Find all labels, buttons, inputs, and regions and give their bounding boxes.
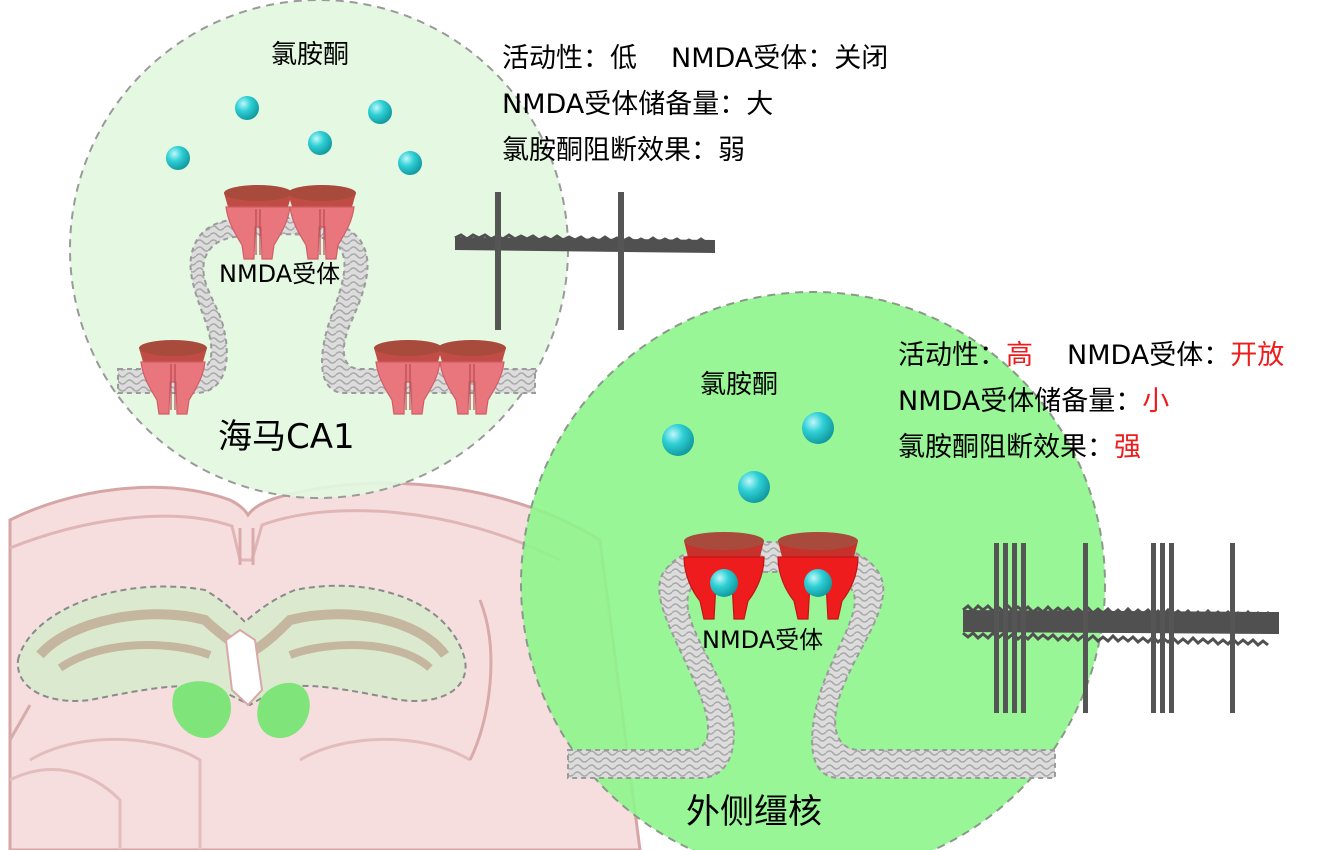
habenula-receptor-label: NMDA受体 bbox=[702, 626, 824, 654]
hippocampus-receptor-label: NMDA受体 bbox=[219, 260, 341, 288]
reserve-value: 大 bbox=[746, 88, 774, 120]
reserve-key: NMDA受体储备量： bbox=[898, 385, 1143, 417]
hippocampus-stats: 活动性： 低 NMDA受体： 关闭 NMDA受体储备量： 大 氯胺酮阻断效果： … bbox=[502, 35, 888, 173]
block-value: 弱 bbox=[718, 134, 745, 166]
block-row: 氯胺酮阻断效果： 弱 bbox=[502, 127, 888, 173]
habenula-region-label: 外侧缰核 bbox=[686, 792, 822, 832]
ketamine-molecule-icon bbox=[166, 96, 422, 175]
block-value: 强 bbox=[1114, 431, 1141, 463]
activity-row: 活动性： 高 NMDA受体： 开放 bbox=[898, 332, 1284, 378]
reserve-row: NMDA受体储备量： 小 bbox=[898, 378, 1284, 424]
block-key: 氯胺酮阻断效果： bbox=[502, 134, 718, 166]
hippocampus-region-label: 海马CA1 bbox=[218, 417, 355, 457]
activity-value: 高 bbox=[1006, 339, 1033, 371]
habenula-ketamine-label: 氯胺酮 bbox=[700, 370, 779, 400]
nmda-state-key: NMDA受体： bbox=[1067, 339, 1231, 371]
brain-section-icon bbox=[8, 481, 642, 850]
habenula-stats: 活动性： 高 NMDA受体： 开放 NMDA受体储备量： 小 氯胺酮阻断效果： … bbox=[898, 332, 1284, 470]
reserve-row: NMDA受体储备量： 大 bbox=[502, 81, 888, 127]
hippocampus-ketamine-label: 氯胺酮 bbox=[271, 40, 350, 70]
nmda-state-key: NMDA受体： bbox=[671, 42, 835, 74]
membrane-icon bbox=[117, 216, 536, 394]
nmda-state-value: 关闭 bbox=[834, 42, 889, 74]
activity-value: 低 bbox=[610, 42, 637, 74]
nmda-state-value: 开放 bbox=[1230, 339, 1285, 371]
reserve-value: 小 bbox=[1142, 385, 1170, 417]
spike-trace-icon bbox=[962, 543, 1279, 713]
spike-trace-icon bbox=[454, 192, 715, 330]
lateral-habenula-zoom bbox=[520, 291, 1106, 850]
reserve-key: NMDA受体储备量： bbox=[502, 88, 747, 120]
block-key: 氯胺酮阻断效果： bbox=[898, 431, 1114, 463]
membrane-icon bbox=[567, 540, 1056, 779]
activity-key: 活动性： bbox=[502, 42, 610, 74]
activity-key: 活动性： bbox=[898, 339, 1006, 371]
activity-row: 活动性： 低 NMDA受体： 关闭 bbox=[502, 35, 888, 81]
ketamine-molecule-icon bbox=[662, 412, 834, 597]
block-row: 氯胺酮阻断效果： 强 bbox=[898, 424, 1284, 470]
